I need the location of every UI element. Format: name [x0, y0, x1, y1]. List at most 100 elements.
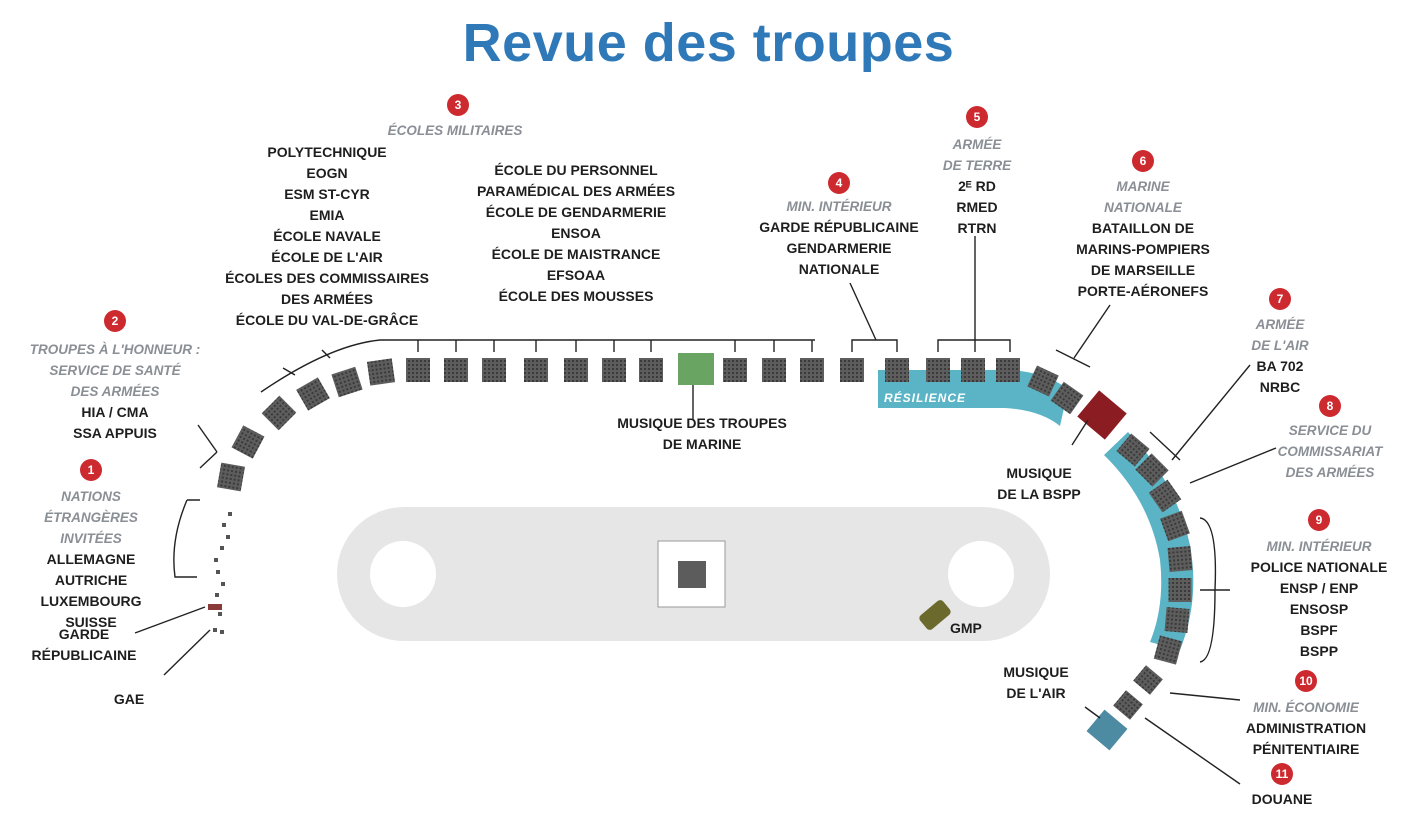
music-bspp-block [1077, 390, 1127, 440]
unit-name: MUSIQUE DES TROUPES [617, 415, 787, 431]
unit-name: SUISSE [65, 614, 117, 630]
group-number-badge: 8 [1319, 395, 1341, 417]
track-right-circle [948, 541, 1014, 607]
unit-name: ÉCOLE DES MOUSSES [498, 288, 654, 304]
leader-5 [937, 236, 1011, 352]
unit-name: ALLEMAGNE [46, 551, 136, 567]
group-heading: DE TERRE [942, 158, 1012, 173]
troop-block [885, 358, 909, 382]
leader-music-air [1084, 706, 1101, 719]
troop-block [217, 462, 245, 492]
leader-music-bspp [1071, 419, 1089, 446]
group-number-badge: 2 [104, 310, 126, 332]
unit-name: NRBC [1259, 379, 1301, 395]
bracket-2 [197, 424, 218, 469]
group-heading: DES ARMÉES [1285, 465, 1375, 480]
troop-block [723, 358, 747, 382]
troop-block [1153, 635, 1183, 665]
troop-block [602, 358, 626, 382]
nation-mark [216, 570, 220, 574]
unit-name: MUSIQUE [1006, 465, 1072, 481]
group-number-badge: 1 [80, 459, 102, 481]
troop-block [800, 358, 824, 382]
unit-name: POLICE NATIONALE [1250, 559, 1388, 575]
unit-name: ENSP / ENP [1279, 580, 1359, 596]
nation-mark [220, 630, 224, 634]
unit-name: RÉPUBLICAINE [31, 647, 137, 663]
leader-4 [849, 282, 898, 352]
troop-block [524, 358, 548, 382]
troop-block [1160, 510, 1190, 542]
group-number-badge: 5 [966, 106, 988, 128]
unit-name: HIA / CMA [81, 404, 149, 420]
troop-block [996, 358, 1020, 382]
troop-block [231, 425, 265, 459]
group-heading: MIN. ÉCONOMIE [1253, 700, 1359, 715]
unit-name: ÉCOLE DE MAISTRANCE [491, 246, 661, 262]
troop-block [762, 358, 786, 382]
nation-mark [214, 558, 218, 562]
group-heading: MARINE [1116, 179, 1170, 194]
troop-block [1050, 381, 1084, 415]
music-air-block [1086, 709, 1128, 751]
unit-name: PARAMÉDICAL DES ARMÉES [476, 183, 676, 199]
group-heading: SERVICE DE SANTÉ [49, 363, 181, 378]
troop-block [1116, 433, 1150, 467]
unit-name: MARINS-POMPIERS [1076, 241, 1210, 257]
troop-block [444, 358, 468, 382]
unit-name: RTRN [957, 220, 997, 236]
group-5-label: ARMÉE DE TERRE 2ᴱ RD RMED RTRN [943, 134, 1011, 239]
unit-name: BSPF [1300, 622, 1338, 638]
nation-mark [218, 612, 222, 616]
group-number-badge: 7 [1269, 288, 1291, 310]
group-heading: MIN. INTÉRIEUR [786, 199, 892, 214]
troop-block [1027, 365, 1059, 397]
group-heading: DE L'AIR [1251, 338, 1309, 353]
troop-block [564, 358, 588, 382]
unit-name: ÉCOLE DE GENDARMERIE [485, 204, 667, 220]
unit-name: ENSOA [551, 225, 601, 241]
troop-block [1148, 479, 1182, 513]
troop-block [1164, 607, 1190, 633]
group-number-badge: 3 [447, 94, 469, 116]
unit-name: EFSOAA [546, 267, 606, 283]
troop-block [366, 358, 396, 386]
unit-name: ÉCOLE NAVALE [273, 228, 381, 244]
troop-block [1167, 546, 1193, 572]
leader-7 [1149, 364, 1251, 461]
group-heading: TROUPES À L'HONNEUR : [29, 342, 201, 357]
group-number-badge: 6 [1132, 150, 1154, 172]
troop-block [1113, 690, 1143, 720]
unit-name: 2ᴱ RD [958, 178, 996, 194]
gae-label: GAE [114, 689, 144, 710]
leader-11 [1144, 717, 1241, 785]
nation-mark [213, 628, 217, 632]
bracket-arc-3 [260, 339, 381, 393]
unit-name: GARDE RÉPUBLICAINE [759, 219, 919, 235]
unit-name: ESM ST-CYR [284, 186, 370, 202]
troop-block [296, 377, 330, 411]
unit-name: RMED [956, 199, 998, 215]
unit-name: ÉCOLES DES COMMISSAIRES [225, 270, 429, 286]
group-heading: MIN. INTÉRIEUR [1266, 539, 1372, 554]
group-heading: NATIONALE [1104, 200, 1182, 215]
unit-name: BATAILLON DE [1091, 220, 1195, 236]
unit-name: DE L'AIR [1006, 685, 1066, 701]
leader-garde [134, 606, 206, 634]
group-heading: ARMÉE [952, 137, 1002, 152]
leader-8 [1189, 447, 1277, 484]
troop-block [331, 366, 363, 398]
group-heading: COMMISSARIAT [1277, 444, 1383, 459]
unit-name: GARDE [58, 626, 110, 642]
garde-republicaine-label: GARDE RÉPUBLICAINE [31, 624, 136, 666]
nation-mark [215, 593, 219, 597]
unit-name: PORTE-AÉRONEFS [1077, 283, 1209, 299]
leader-9 [1199, 517, 1230, 663]
troop-block [406, 358, 430, 382]
page-title: Revue des troupes [462, 13, 955, 73]
troop-block [840, 358, 864, 382]
